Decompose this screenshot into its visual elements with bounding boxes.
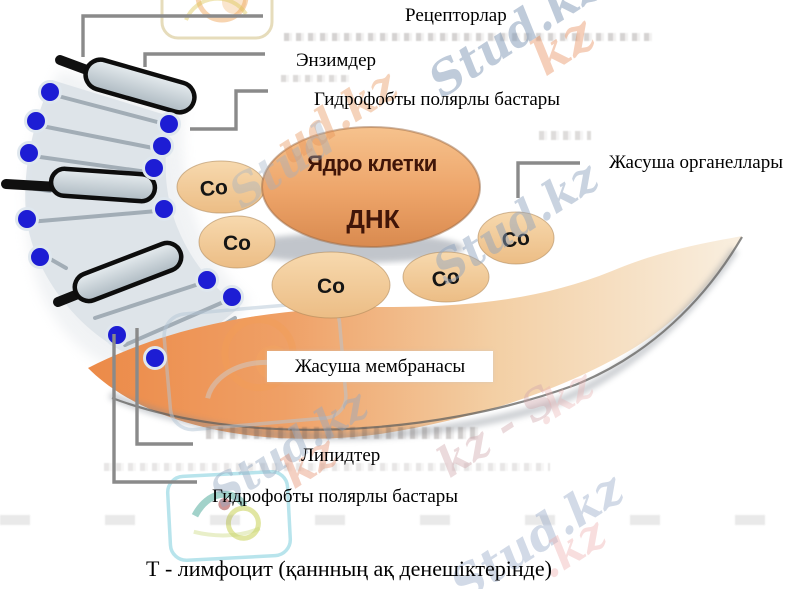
studkz-logo-icon [165, 469, 293, 563]
label-cell-membrane: Жасуша мембранасы [267, 351, 493, 382]
membrane-swoosh [88, 236, 742, 439]
label-lipids: Липидтер [301, 445, 381, 466]
label-cell-membrane-text: Жасуша мембранасы [294, 355, 466, 377]
organelle-label: Co [223, 232, 251, 255]
phospholipid-head-dots [15, 80, 244, 370]
studkz-logo-icon [160, 0, 274, 40]
receptors-connector-line [81, 14, 263, 57]
label-hydrophobic-heads-bottom: Гидрофобты полярлы бастары [212, 486, 459, 507]
label-enzymes: Энзимдер [296, 50, 377, 71]
label-cell-organelles: Жасуша органеллары [609, 152, 783, 173]
protein-capsule [53, 240, 184, 307]
erased-text-remnant [206, 427, 478, 439]
erased-text-remnant [104, 463, 550, 471]
nucleus-title: Ядро клетки [307, 151, 437, 176]
organelles-connector-line [516, 161, 580, 198]
nucleus-oval [261, 126, 481, 248]
organelle-label: Co [199, 176, 229, 202]
organelle-label: Co [500, 226, 531, 253]
erased-text-remnant [284, 33, 652, 41]
protein-capsule [55, 55, 197, 115]
lipids-connector-line [135, 328, 193, 446]
erased-text-remnant [539, 131, 591, 140]
erased-text-row [0, 515, 800, 525]
nucleus-dna-label: ДНК [346, 204, 399, 234]
figure-caption: Т - лимфоцит (қаннның ақ денешіктерінде) [146, 556, 552, 581]
erased-text-remnant [281, 75, 351, 82]
organelle-ovals [176, 160, 555, 319]
membrane-band [25, 80, 241, 367]
label-hydrophobic-heads-top: Гидрофобты полярлы бастары [314, 89, 561, 110]
label-receptors: Рецепторлар [405, 5, 507, 26]
hydrophobic-bottom-connector-line [112, 334, 197, 484]
hydrophobic-top-connector-line [190, 89, 268, 131]
protein-capsule [1, 166, 158, 204]
organelle-label: Co [317, 275, 345, 298]
enzymes-connector-line [143, 52, 265, 67]
organelle-label: Co [430, 265, 462, 293]
connector-lines [81, 14, 580, 484]
